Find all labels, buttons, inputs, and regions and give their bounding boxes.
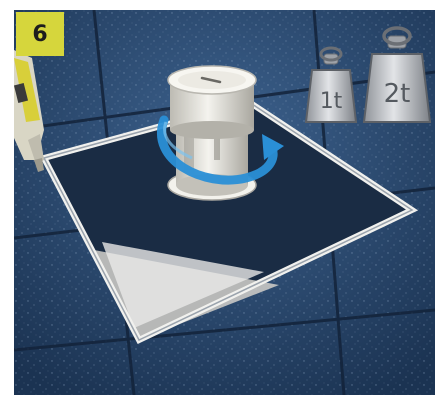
step-number-badge: 6 <box>16 12 64 56</box>
scene-graphic: 1t 2t <box>14 10 435 395</box>
weight-1t-label: 1t <box>320 89 343 114</box>
floor-scene: 1t 2t <box>14 10 435 395</box>
weight-2t-label: 2t <box>384 79 411 109</box>
